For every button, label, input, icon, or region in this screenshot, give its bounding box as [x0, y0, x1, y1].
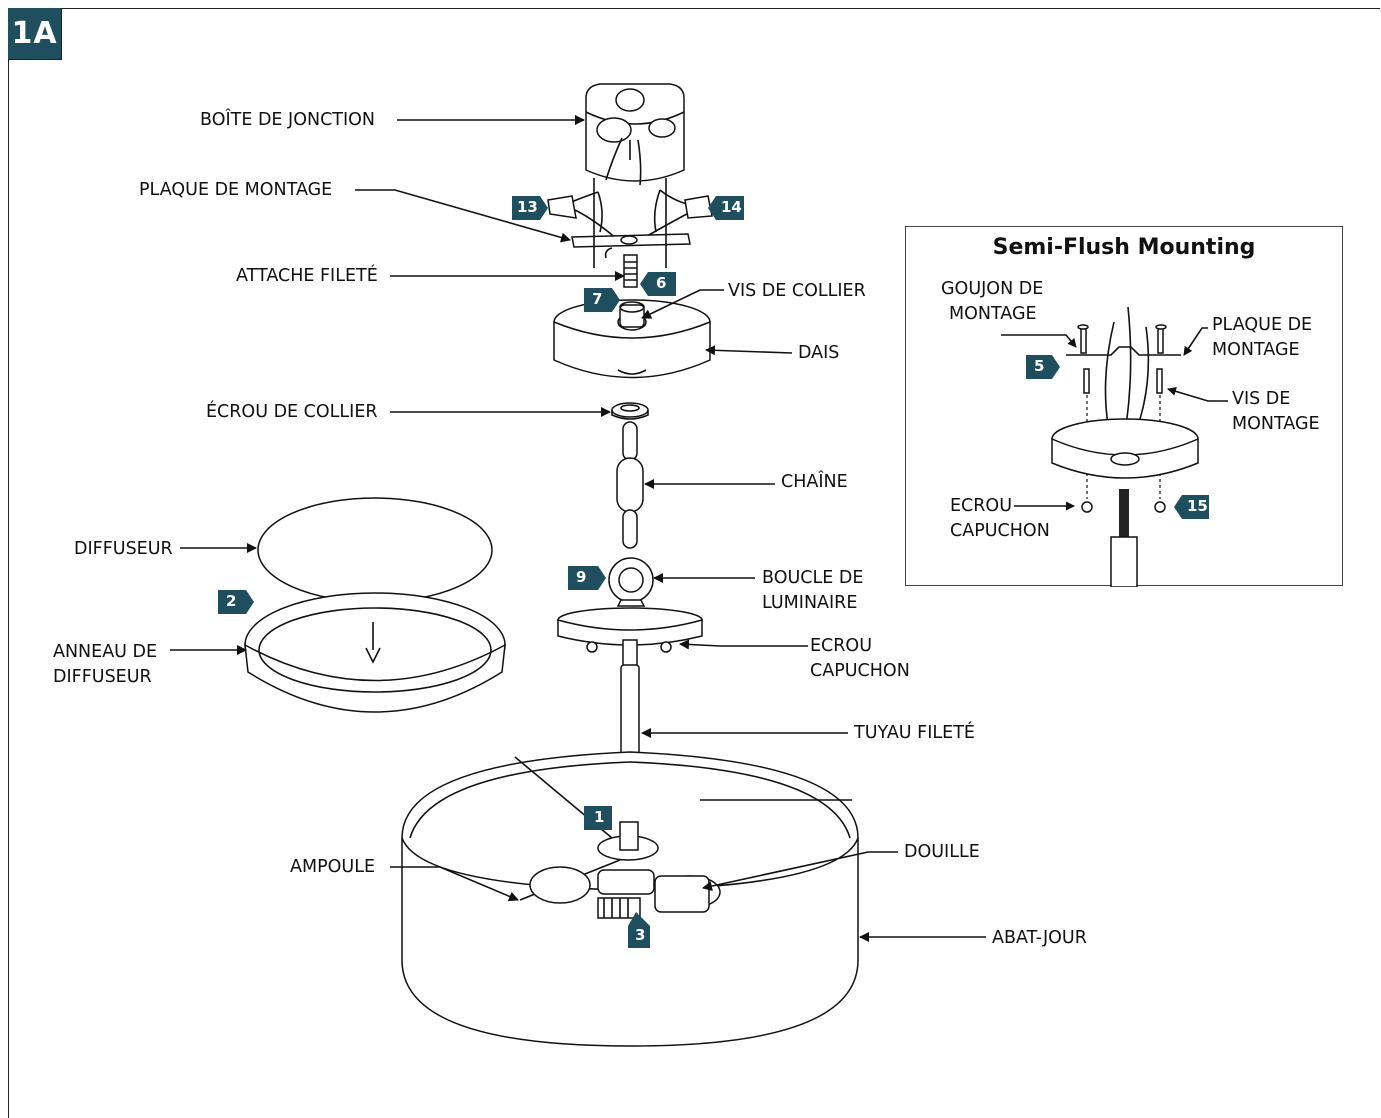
- label-cap-nut: ECROU CAPUCHON: [810, 634, 910, 684]
- step-3-marker: 3: [635, 926, 646, 944]
- socket-cluster-part: [514, 756, 852, 919]
- semi-flush-inset: Semi-Flush Mounting: [905, 226, 1343, 587]
- step-2-marker: 2: [226, 592, 237, 610]
- label-shade: ABAT-JOUR: [992, 928, 1087, 948]
- diagram-frame: [8, 8, 1380, 1118]
- label-fixture-loop-line2: LUMINAIRE: [762, 593, 858, 613]
- label-cap-nut-line2: CAPUCHON: [810, 661, 910, 681]
- label-collar-nut: ÉCROU DE COLLIER: [206, 402, 378, 422]
- label-fixture-loop: BOUCLE DE LUMINAIRE: [762, 566, 863, 616]
- label-threaded-pipe: TUYAU FILETÉ: [854, 723, 975, 743]
- label-collar-screw: VIS DE COLLIER: [728, 281, 866, 301]
- label-cap-nut-line1: ECROU: [810, 636, 873, 656]
- step-13-marker: 13: [517, 198, 538, 216]
- label-chain: CHAÎNE: [781, 472, 848, 492]
- label-junction-box: BOÎTE DE JONCTION: [200, 110, 375, 130]
- inset-label-stud-line2: MONTAGE: [949, 304, 1037, 324]
- canopy-part: [553, 299, 711, 379]
- step-15-marker: 15: [1187, 497, 1208, 515]
- diffuser-part: [257, 497, 493, 603]
- wire-connectors: [547, 189, 713, 241]
- step-7-marker: 7: [592, 290, 603, 308]
- step-5-marker: 5: [1034, 357, 1045, 375]
- step-14-marker: 14: [721, 198, 742, 216]
- inset-drawing: [1001, 306, 1228, 587]
- inset-label-stud-line1: GOUJON DE: [941, 279, 1044, 299]
- step-1-marker: 1: [594, 808, 605, 826]
- inset-label-screw: VIS DE MONTAGE: [1232, 387, 1320, 437]
- figure-badge: 1A: [8, 8, 61, 59]
- chain-part: [616, 421, 644, 549]
- label-bulb: AMPOULE: [290, 857, 376, 877]
- inset-label-plate: PLAQUE DE MONTAGE: [1212, 313, 1312, 363]
- label-threaded-stud: ATTACHE FILETÉ: [236, 266, 378, 286]
- mounting-plate-part: [571, 178, 691, 268]
- inset-label-plate-line2: MONTAGE: [1212, 340, 1300, 360]
- inset-label-cap-nut-line2: CAPUCHON: [950, 521, 1050, 541]
- diffuser-ring-part: [244, 592, 506, 713]
- inset-label-cap-nut: ECROU CAPUCHON: [950, 494, 1050, 544]
- inset-label-plate-line1: PLAQUE DE: [1212, 315, 1313, 335]
- label-canopy: DAIS: [798, 343, 840, 363]
- step-9-marker: 9: [576, 568, 587, 586]
- inset-label-stud: GOUJON DE MONTAGE: [941, 277, 1043, 327]
- label-mounting-plate: PLAQUE DE MONTAGE: [139, 180, 333, 200]
- inset-label-cap-nut-line1: ECROU: [950, 496, 1013, 516]
- fixture-loop-part: [608, 557, 654, 607]
- badge-border-bottom: [8, 59, 62, 60]
- label-fixture-loop-line1: BOUCLE DE: [762, 568, 864, 588]
- inset-label-screw-line1: VIS DE: [1232, 389, 1291, 409]
- leader-lines: [170, 115, 986, 942]
- inset-label-screw-line2: MONTAGE: [1232, 414, 1320, 434]
- junction-box-part: [585, 83, 685, 186]
- inset-title: Semi-Flush Mounting: [992, 235, 1256, 260]
- collar-nut-part: [611, 402, 649, 420]
- lower-canopy-part: [557, 607, 703, 671]
- label-diffuser-ring-line2: DIFFUSEUR: [53, 667, 152, 687]
- label-diffuser-ring: ANNEAU DE DIFFUSEUR: [53, 640, 157, 690]
- label-socket: DOUILLE: [904, 842, 980, 862]
- threaded-stud-part: [604, 247, 638, 288]
- label-diffuser: DIFFUSEUR: [74, 539, 173, 559]
- step-6-marker: 6: [656, 274, 667, 292]
- step-markers: [218, 196, 744, 948]
- badge-border: [61, 8, 62, 60]
- label-diffuser-ring-line1: ANNEAU DE: [53, 642, 158, 662]
